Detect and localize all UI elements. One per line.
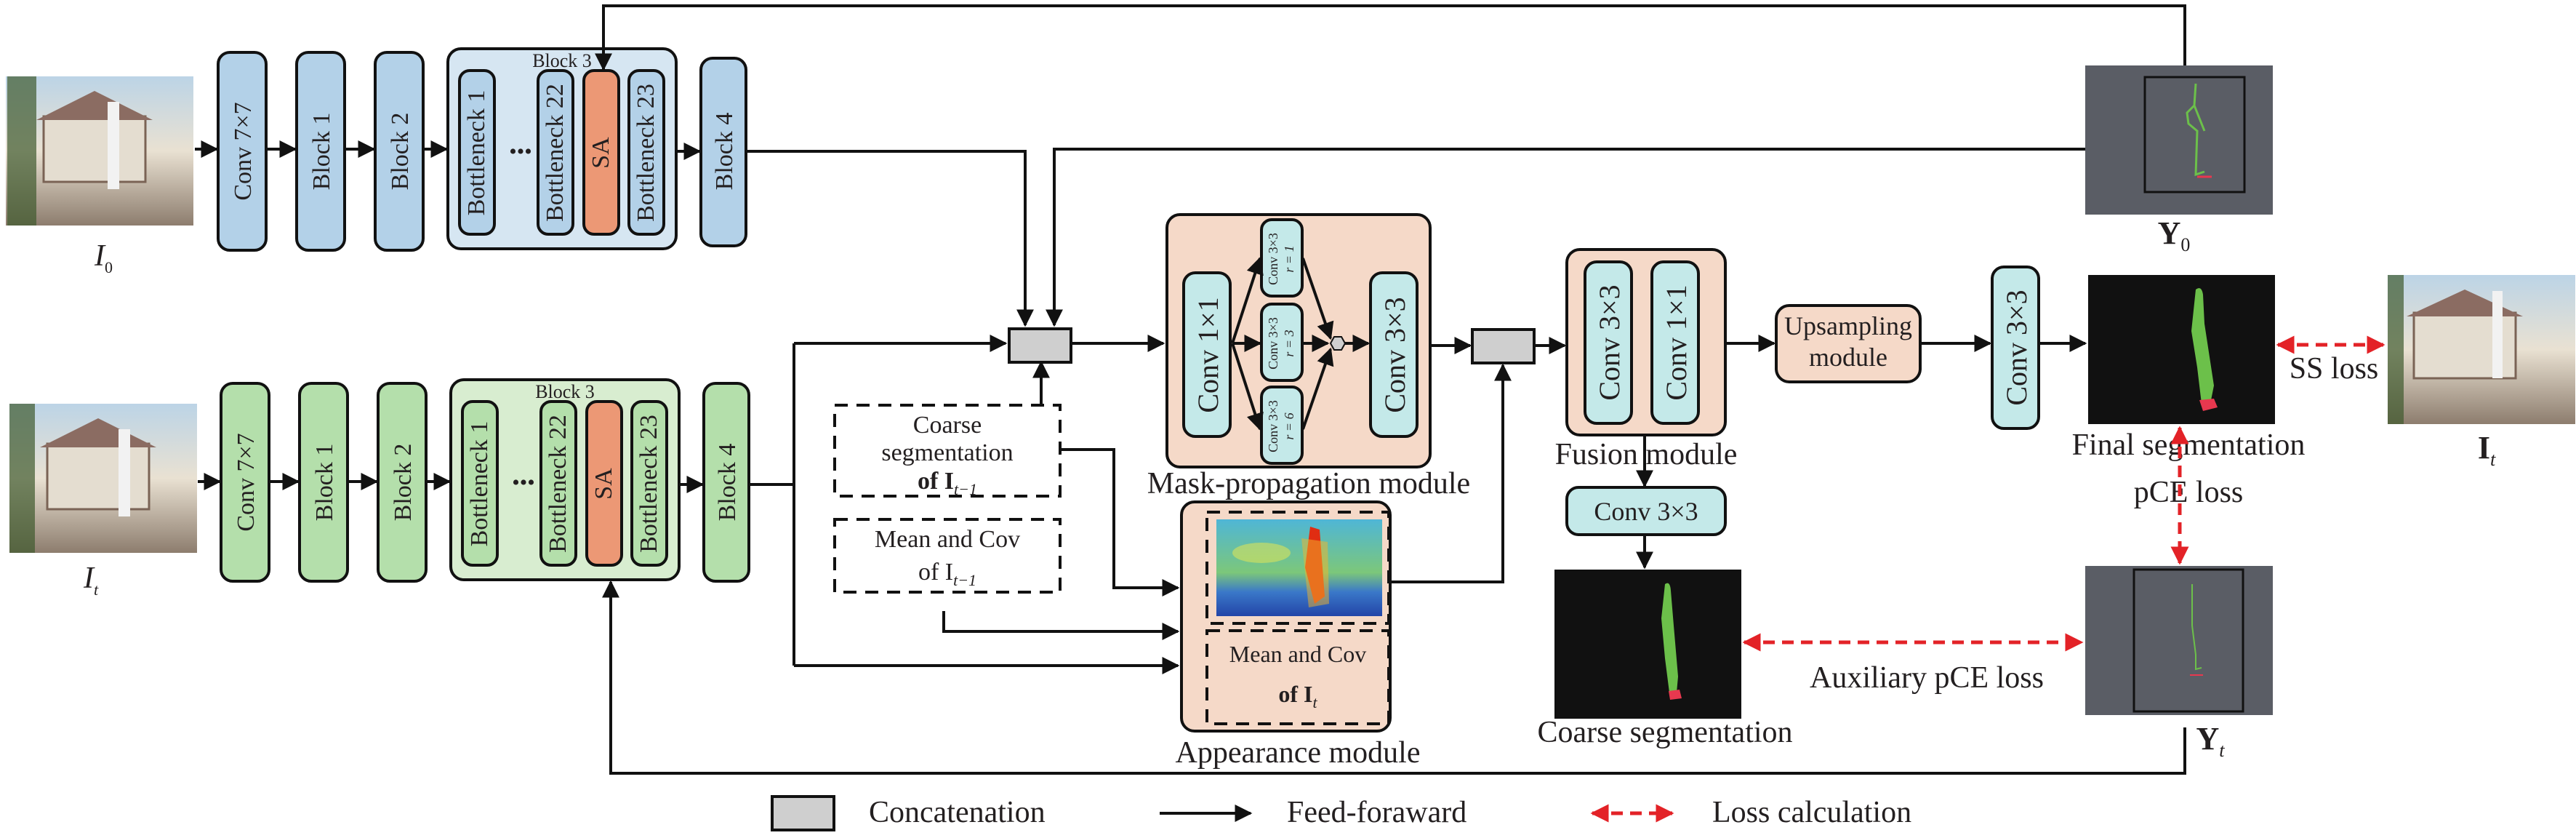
final-seg-label: Final segmentation — [2072, 428, 2306, 462]
svg-text:Block 3: Block 3 — [535, 381, 595, 402]
svg-text:Conv 3×3: Conv 3×3 — [1379, 297, 1411, 412]
it-right-label: It — [2478, 430, 2496, 470]
svg-text:SA: SA — [590, 468, 617, 500]
ground-truth-y0 — [2085, 65, 2273, 215]
ss-loss-label: SS loss — [2290, 352, 2379, 386]
svg-text:Block 2: Block 2 — [390, 444, 417, 522]
svg-text:Mean and Cov: Mean and Cov — [875, 526, 1020, 553]
svg-text:Block 1: Block 1 — [308, 113, 335, 191]
svg-text:Upsampling: Upsampling — [1784, 311, 1912, 340]
encoder-bottom: Conv 7×7 Block 1 Block 2 Block 3 Bottlen… — [198, 378, 750, 583]
svg-text:r = 6: r = 6 — [1282, 412, 1296, 439]
svg-text:Conv 3×3: Conv 3×3 — [1266, 233, 1280, 285]
legend-concat-swatch — [771, 795, 835, 831]
svg-text:Conv 1×1: Conv 1×1 — [1660, 284, 1693, 400]
svg-text:•••: ••• — [512, 471, 535, 495]
svg-text:Concatenation: Concatenation — [869, 796, 1046, 829]
svg-text:•••: ••• — [509, 140, 532, 164]
fusion-module: Conv 3×3 Conv 1×1 Fusion module Conv 3×3 — [1555, 248, 1738, 536]
ground-truth-yt — [2085, 566, 2273, 715]
svg-text:Block 4: Block 4 — [714, 444, 741, 522]
aux-conv — [1565, 486, 1727, 536]
mask-propagation-title: Mask-propagation module — [1147, 467, 1470, 500]
legend: Concatenation Feed-foraward Loss calcula… — [771, 795, 1911, 831]
svg-text:module: module — [1809, 343, 1887, 372]
svg-text:Bottleneck 22: Bottleneck 22 — [542, 84, 569, 222]
loss-arrows — [1742, 335, 2386, 652]
target-frame-it — [2388, 275, 2575, 424]
input-frame-i0 — [6, 76, 193, 226]
enc-top-block2 — [374, 51, 425, 252]
appearance-module: Mean and Cov of It Appearance module — [1175, 500, 1421, 770]
concat-node-2 — [1471, 328, 1536, 364]
coarse-seg-label: Coarse segmentation — [1537, 716, 1792, 749]
coarse-seg-prev-box: Coarse segmentation of It−1 — [833, 404, 1062, 498]
svg-text:Conv 1×1: Conv 1×1 — [1192, 297, 1224, 412]
svg-text:Conv 3×3: Conv 3×3 — [1266, 400, 1280, 452]
svg-text:of It−1: of It−1 — [918, 468, 977, 498]
svg-text:Conv 7×7: Conv 7×7 — [233, 433, 260, 531]
svg-text:Feed-foraward: Feed-foraward — [1287, 796, 1466, 829]
appearance-title: Appearance module — [1175, 736, 1420, 770]
encoder-top: Conv 7×7 Block 1 Block 2 Block 3 Bottlen… — [195, 47, 747, 252]
svg-text:Conv 3×3: Conv 3×3 — [1593, 284, 1626, 400]
svg-text:Bottleneck 1: Bottleneck 1 — [463, 90, 490, 216]
yt-label: Yt — [2196, 721, 2225, 761]
svg-text:Bottleneck 23: Bottleneck 23 — [633, 84, 659, 222]
svg-text:Block 3: Block 3 — [532, 50, 592, 71]
connections — [595, 4, 2186, 775]
svg-text:Conv 7×7: Conv 7×7 — [230, 102, 257, 200]
attention-heatmap — [1216, 519, 1382, 616]
svg-text:Block 1: Block 1 — [311, 444, 338, 522]
svg-text:Mean and Cov: Mean and Cov — [1229, 641, 1366, 667]
svg-text:Bottleneck 1: Bottleneck 1 — [466, 421, 493, 547]
sum-node — [1329, 336, 1347, 351]
svg-text:of It: of It — [1278, 681, 1317, 711]
svg-text:Block 2: Block 2 — [387, 113, 414, 191]
svg-text:Conv 3×3: Conv 3×3 — [1266, 317, 1280, 370]
y0-label: Y0 — [2158, 215, 2191, 255]
enc-top-conv7 — [217, 51, 268, 252]
input-frame-it — [9, 404, 197, 553]
final-segmentation-map — [2088, 275, 2275, 424]
svg-text:segmentation: segmentation — [881, 439, 1013, 466]
pce-loss-label: pCE loss — [2134, 476, 2244, 509]
mask-propagation-module: Conv 1×1 Conv 3×3 r = 1 Conv 3×3 r = 3 C… — [1147, 213, 1470, 500]
svg-text:Loss calculation: Loss calculation — [1712, 796, 1911, 829]
svg-text:Conv 3×3: Conv 3×3 — [1594, 497, 1698, 526]
aux-pce-loss-label: Auxiliary pCE loss — [1810, 661, 2044, 695]
svg-text:r = 1: r = 1 — [1282, 245, 1296, 272]
svg-text:SA: SA — [587, 137, 614, 169]
svg-text:Conv 3×3: Conv 3×3 — [2000, 290, 2033, 405]
concat-node-1 — [1008, 327, 1072, 364]
svg-text:r = 3: r = 3 — [1282, 330, 1296, 356]
head-conv: Conv 3×3 — [1991, 266, 2040, 430]
input-label-i0: I0 — [94, 239, 113, 276]
svg-text:Block 4: Block 4 — [711, 113, 738, 191]
meancov-prev-box: Mean and Cov of It−1 — [833, 518, 1062, 594]
svg-text:Coarse: Coarse — [913, 412, 982, 439]
svg-text:of It−1: of It−1 — [918, 559, 976, 589]
svg-text:Bottleneck 22: Bottleneck 22 — [545, 415, 571, 553]
coarse-segmentation-map — [1554, 570, 1741, 719]
enc-top-block1 — [295, 51, 346, 252]
upsampling-module: Upsampling module — [1775, 304, 1922, 383]
input-label-it: It — [83, 562, 99, 599]
svg-text:Bottleneck 23: Bottleneck 23 — [635, 415, 662, 553]
fusion-title: Fusion module — [1555, 438, 1738, 471]
